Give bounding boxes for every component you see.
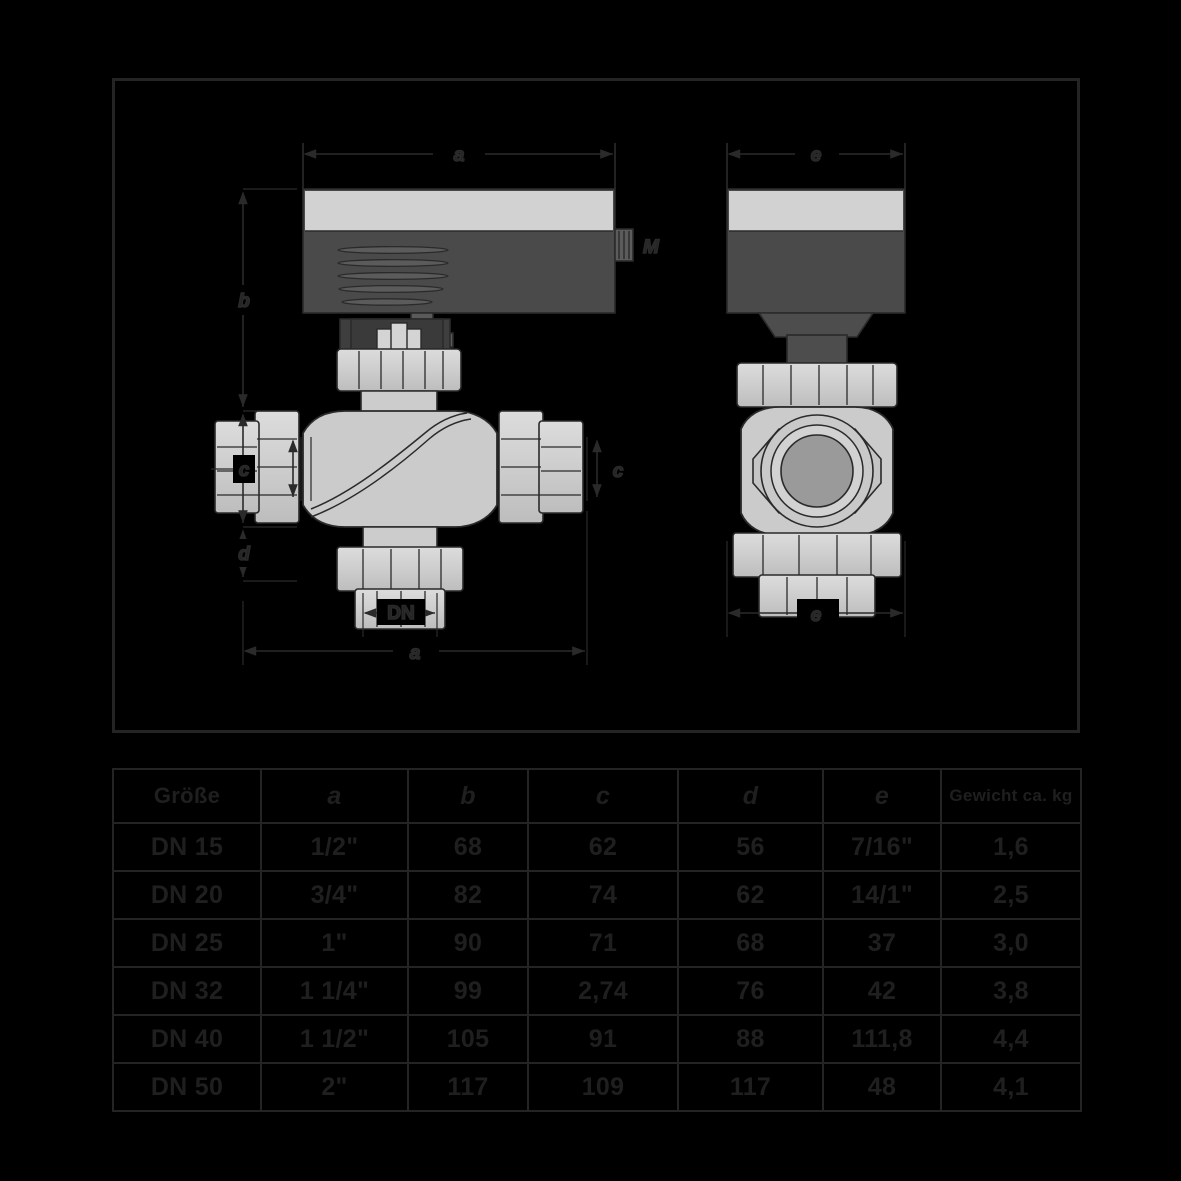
cell-b: 105: [407, 1014, 529, 1064]
cell-size: DN 20: [112, 870, 262, 920]
cell-b: 68: [407, 822, 529, 872]
cell-a: 2": [260, 1062, 409, 1112]
col-header-weight: Gewicht ca. kg: [940, 768, 1082, 824]
cell-a: 3/4": [260, 870, 409, 920]
cell-b: 82: [407, 870, 529, 920]
table-row: DN 15 1/2" 68 62 56 7/16" 1,6: [112, 822, 1082, 872]
cell-d: 56: [677, 822, 824, 872]
svg-text:e: e: [811, 145, 822, 166]
col-header-b: b: [407, 768, 529, 824]
col-header-a: a: [260, 768, 409, 824]
col-header-c: c: [527, 768, 679, 824]
cell-e: 14/1": [822, 870, 942, 920]
cell-d: 76: [677, 966, 824, 1016]
cell-weight: 3,0: [940, 918, 1082, 968]
cell-weight: 4,1: [940, 1062, 1082, 1112]
cell-c: 109: [527, 1062, 679, 1112]
cell-d: 117: [677, 1062, 824, 1112]
col-header-size: Größe: [112, 768, 262, 824]
cell-c: 71: [527, 918, 679, 968]
cell-e: 48: [822, 1062, 942, 1112]
cell-weight: 3,8: [940, 966, 1082, 1016]
cell-a: 1 1/2": [260, 1014, 409, 1064]
cell-a: 1/2": [260, 822, 409, 872]
cell-c: 62: [527, 822, 679, 872]
cell-c: 91: [527, 1014, 679, 1064]
cell-size: DN 15: [112, 822, 262, 872]
svg-text:b: b: [238, 291, 250, 312]
table-row: DN 32 1 1/4" 99 2,74 76 42 3,8: [112, 966, 1082, 1016]
cell-weight: 4,4: [940, 1014, 1082, 1064]
svg-text:DN: DN: [387, 603, 414, 624]
cell-b: 117: [407, 1062, 529, 1112]
svg-text:d: d: [238, 544, 250, 565]
cell-d: 88: [677, 1014, 824, 1064]
cell-e: 7/16": [822, 822, 942, 872]
cell-size: DN 25: [112, 918, 262, 968]
cell-c: 74: [527, 870, 679, 920]
cell-size: DN 50: [112, 1062, 262, 1112]
cell-b: 99: [407, 966, 529, 1016]
cell-size: DN 32: [112, 966, 262, 1016]
cell-a: 1 1/4": [260, 966, 409, 1016]
cell-c: 2,74: [527, 966, 679, 1016]
svg-text:a: a: [454, 145, 465, 166]
specifications-table: Größe a b c d e Gewicht ca. kg DN 15 1/2…: [112, 768, 1082, 1112]
table-body: DN 15 1/2" 68 62 56 7/16" 1,6 DN 20 3/4"…: [112, 822, 1082, 1112]
cell-weight: 1,6: [940, 822, 1082, 872]
cell-e: 37: [822, 918, 942, 968]
drawing-frame: a: [112, 78, 1080, 733]
cell-weight: 2,5: [940, 870, 1082, 920]
col-header-e: e: [822, 768, 942, 824]
cell-e: 111,8: [822, 1014, 942, 1064]
svg-text:e: e: [811, 605, 822, 626]
cell-e: 42: [822, 966, 942, 1016]
svg-text:M: M: [643, 237, 660, 258]
cell-a: 1": [260, 918, 409, 968]
svg-text:c: c: [239, 460, 250, 481]
table-row: DN 50 2" 117 109 117 48 4,1: [112, 1062, 1082, 1112]
table-row: DN 40 1 1/2" 105 91 88 111,8 4,4: [112, 1014, 1082, 1064]
cell-d: 62: [677, 870, 824, 920]
table-row: DN 20 3/4" 82 74 62 14/1" 2,5: [112, 870, 1082, 920]
cell-size: DN 40: [112, 1014, 262, 1064]
cell-d: 68: [677, 918, 824, 968]
cell-b: 90: [407, 918, 529, 968]
svg-text:a: a: [410, 643, 421, 664]
drawing-canvas: a: [115, 81, 1077, 730]
table-row: DN 25 1" 90 71 68 37 3,0: [112, 918, 1082, 968]
table-header-row: Größe a b c d e Gewicht ca. kg: [112, 768, 1082, 824]
col-header-d: d: [677, 768, 824, 824]
svg-text:c: c: [613, 461, 624, 482]
